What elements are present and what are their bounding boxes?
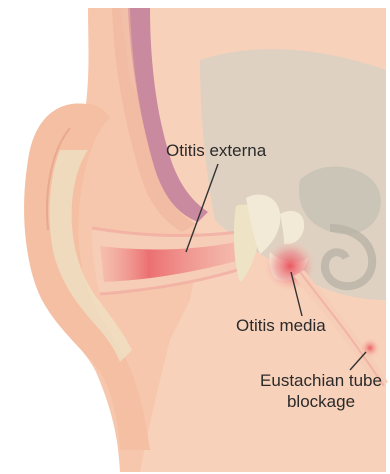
label-eustachian-tube-blockage: Eustachian tube blockage [256,370,386,412]
label-otitis-externa: Otitis externa [166,140,266,161]
label-otitis-media: Otitis media [236,315,326,336]
